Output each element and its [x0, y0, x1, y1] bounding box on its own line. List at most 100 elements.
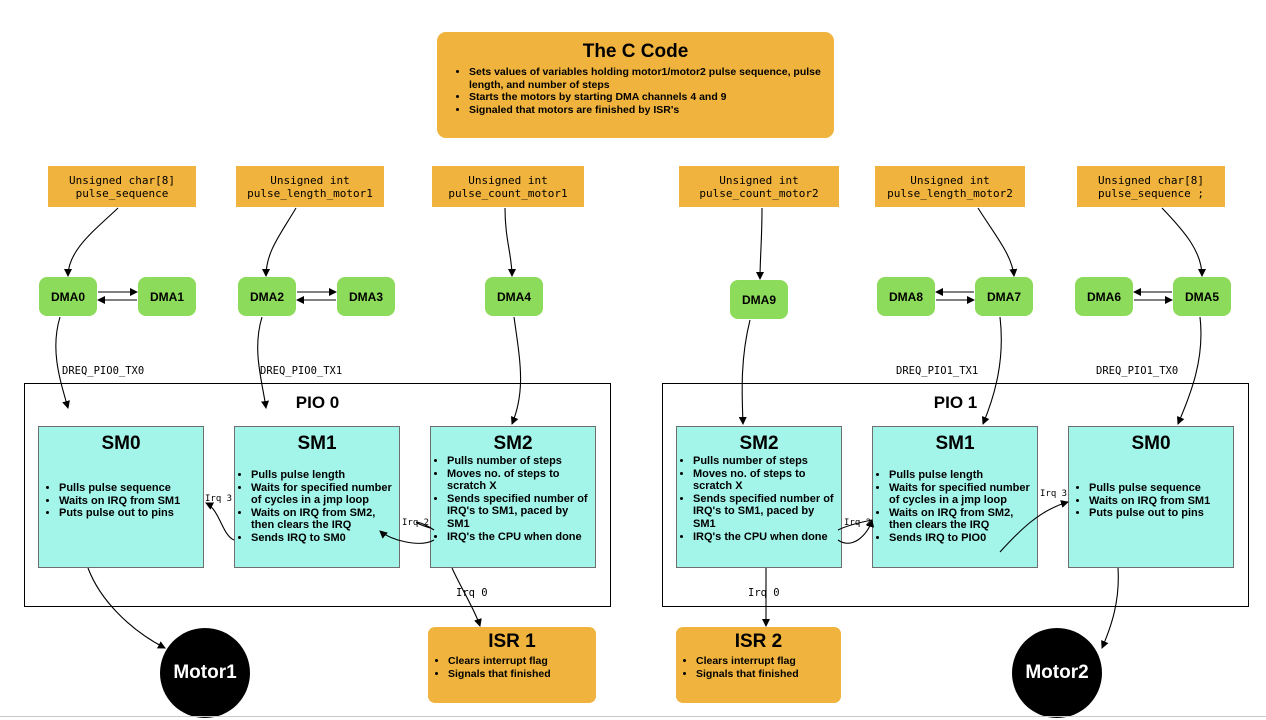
- var-type: Unsigned int: [719, 173, 799, 187]
- irq-label: Irq 0: [748, 587, 780, 599]
- sm-bullet: Waits on IRQ from SM1: [1089, 495, 1233, 508]
- irq-label: Irq 3: [205, 494, 233, 504]
- irq-label: Irq 2: [402, 518, 430, 528]
- dma7-box: DMA7: [975, 277, 1033, 316]
- dreq-label: DREQ_PIO1_TX0: [1096, 365, 1179, 377]
- sm-bullet: Pulls pulse length: [251, 469, 397, 482]
- dma4-box: DMA4: [485, 277, 543, 316]
- sm-bullet: Pulls pulse sequence: [1089, 482, 1233, 495]
- var-name: pulse_count_motor1: [448, 186, 568, 200]
- pio1-title: PIO 1: [933, 393, 978, 412]
- dreq-label: DREQ_PIO1_TX1: [896, 365, 979, 377]
- sm-title: SM0: [1131, 433, 1171, 454]
- pio0-sm2: SM2 Pulls number of steps Moves no. of s…: [430, 426, 596, 568]
- motor1-circle: Motor1: [160, 628, 250, 718]
- sm-bullet: Sends IRQ to SM0: [251, 532, 397, 545]
- pio1-sm1: SM1 Pulls pulse length Waits for specifi…: [872, 426, 1038, 568]
- var-box-pulse-length-motor1: Unsigned int pulse_length_motor1: [236, 166, 384, 207]
- arrow: [262, 207, 297, 277]
- var-box-pulse-count-motor1: Unsigned int pulse_count_motor1: [432, 166, 584, 207]
- var-type: Unsigned int: [270, 173, 350, 187]
- isr-bullet: Signals that finished: [448, 668, 596, 681]
- irq-label: Irq 2: [844, 518, 872, 528]
- sm-bullets: Pulls pulse sequence Waits on IRQ from S…: [1069, 482, 1233, 520]
- pio0-title: PIO 0: [295, 393, 340, 412]
- sm-bullets: Pulls pulse length Waits for specified n…: [235, 469, 399, 545]
- c-code-bullet: Sets values of variables holding motor1/…: [469, 66, 822, 91]
- sm-title: SM0: [101, 433, 141, 454]
- isr-title: ISR 2: [734, 631, 783, 652]
- sm-bullet: Puts pulse out to pins: [59, 507, 203, 520]
- sm-bullet: Sends specified number of IRQ's to SM1, …: [447, 493, 593, 531]
- var-box-pulse-sequence-2: Unsigned char[8] pulse_sequence ;: [1077, 166, 1225, 207]
- isr-bullets: Clears interrupt flag Signals that finis…: [428, 655, 596, 680]
- bottom-divider: [0, 716, 1266, 717]
- sm-bullet: Pulls number of steps: [447, 455, 593, 468]
- var-type: Unsigned int: [910, 173, 990, 187]
- sm-bullet: Pulls pulse sequence: [59, 482, 203, 495]
- dma9-box: DMA9: [730, 280, 788, 319]
- var-name: pulse_count_motor2: [699, 186, 819, 200]
- isr-bullet: Signals that finished: [696, 668, 841, 681]
- isr2-box: ISR 2 Clears interrupt flag Signals that…: [676, 627, 841, 703]
- c-code-bullet: Starts the motors by starting DMA channe…: [469, 91, 822, 104]
- var-name: pulse_length_motor2: [887, 186, 1013, 200]
- sm-bullets: Pulls number of steps Moves no. of steps…: [431, 455, 595, 543]
- dma1-box: DMA1: [138, 277, 196, 316]
- sm-title: SM2: [493, 433, 533, 454]
- var-type: Unsigned char[8]: [69, 173, 175, 187]
- var-name: pulse_length_motor1: [247, 186, 373, 200]
- sm-bullet: IRQ's the CPU when done: [693, 531, 839, 544]
- sm-bullet: Waits for specified number of cycles in …: [251, 482, 397, 507]
- arrow: [64, 207, 119, 277]
- var-type: Unsigned char[8]: [1098, 173, 1204, 187]
- sm-bullet: Pulls pulse length: [889, 469, 1035, 482]
- var-name: pulse_sequence: [75, 186, 169, 200]
- dma8-box: DMA8: [877, 277, 935, 316]
- var-box-pulse-count-motor2: Unsigned int pulse_count_motor2: [679, 166, 839, 207]
- var-name: pulse_sequence ;: [1098, 186, 1204, 200]
- dreq-label: DREQ_PIO0_TX0: [62, 365, 145, 377]
- c-code-bullet: Signaled that motors are finished by ISR…: [469, 104, 822, 117]
- sm-bullet: Moves no. of steps to scratch X: [447, 468, 593, 493]
- pio0-sm0: SM0 Pulls pulse sequence Waits on IRQ fr…: [38, 426, 204, 568]
- var-box-pulse-sequence-1: Unsigned char[8] pulse_sequence: [48, 166, 196, 207]
- arrow: [1161, 207, 1206, 277]
- sm-bullet: Pulls number of steps: [693, 455, 839, 468]
- arrow: [504, 207, 516, 277]
- c-code-box: The C Code Sets values of variables hold…: [437, 32, 834, 138]
- var-box-pulse-length-motor2: Unsigned int pulse_length_motor2: [875, 166, 1025, 207]
- sm-bullets: Pulls pulse length Waits for specified n…: [873, 469, 1037, 545]
- sm-bullet: Waits on IRQ from SM2, then clears the I…: [889, 507, 1035, 532]
- c-code-title: The C Code: [582, 41, 689, 62]
- sm-bullet: IRQ's the CPU when done: [447, 531, 593, 544]
- dma2-box: DMA2: [238, 277, 296, 316]
- motor2-circle: Motor2: [1012, 628, 1102, 718]
- pio0-sm1: SM1 Pulls pulse length Waits for specifi…: [234, 426, 400, 568]
- dma5-box: DMA5: [1173, 277, 1231, 316]
- isr1-box: ISR 1 Clears interrupt flag Signals that…: [428, 627, 596, 703]
- sm-bullet: Puts pulse out to pins: [1089, 507, 1233, 520]
- pio1-sm2: SM2 Pulls number of steps Moves no. of s…: [676, 426, 842, 568]
- sm-title: SM1: [935, 433, 975, 454]
- sm-bullets: Pulls number of steps Moves no. of steps…: [677, 455, 841, 543]
- var-type: Unsigned int: [468, 173, 548, 187]
- arrow: [756, 207, 765, 280]
- pio1-sm0: SM0 Pulls pulse sequence Waits on IRQ fr…: [1068, 426, 1234, 568]
- irq-label: Irq 0: [456, 587, 488, 599]
- sm-bullet: Sends IRQ to PIO0: [889, 532, 1035, 545]
- irq-label: Irq 3: [1040, 489, 1068, 499]
- dma6-box: DMA6: [1075, 277, 1133, 316]
- c-code-bullets: Sets values of variables holding motor1/…: [449, 66, 822, 116]
- sm-bullet: Sends specified number of IRQ's to SM1, …: [693, 493, 839, 531]
- sm-bullet: Waits on IRQ from SM1: [59, 495, 203, 508]
- dreq-label: DREQ_PIO0_TX1: [260, 365, 343, 377]
- arrow: [977, 207, 1018, 277]
- sm-title: SM1: [297, 433, 337, 454]
- sm-bullet: Moves no. of steps to scratch X: [693, 468, 839, 493]
- isr-title: ISR 1: [488, 631, 536, 652]
- sm-bullet: Waits for specified number of cycles in …: [889, 482, 1035, 507]
- sm-title: SM2: [739, 433, 779, 454]
- dma3-box: DMA3: [337, 277, 395, 316]
- sm-bullets: Pulls pulse sequence Waits on IRQ from S…: [39, 482, 203, 520]
